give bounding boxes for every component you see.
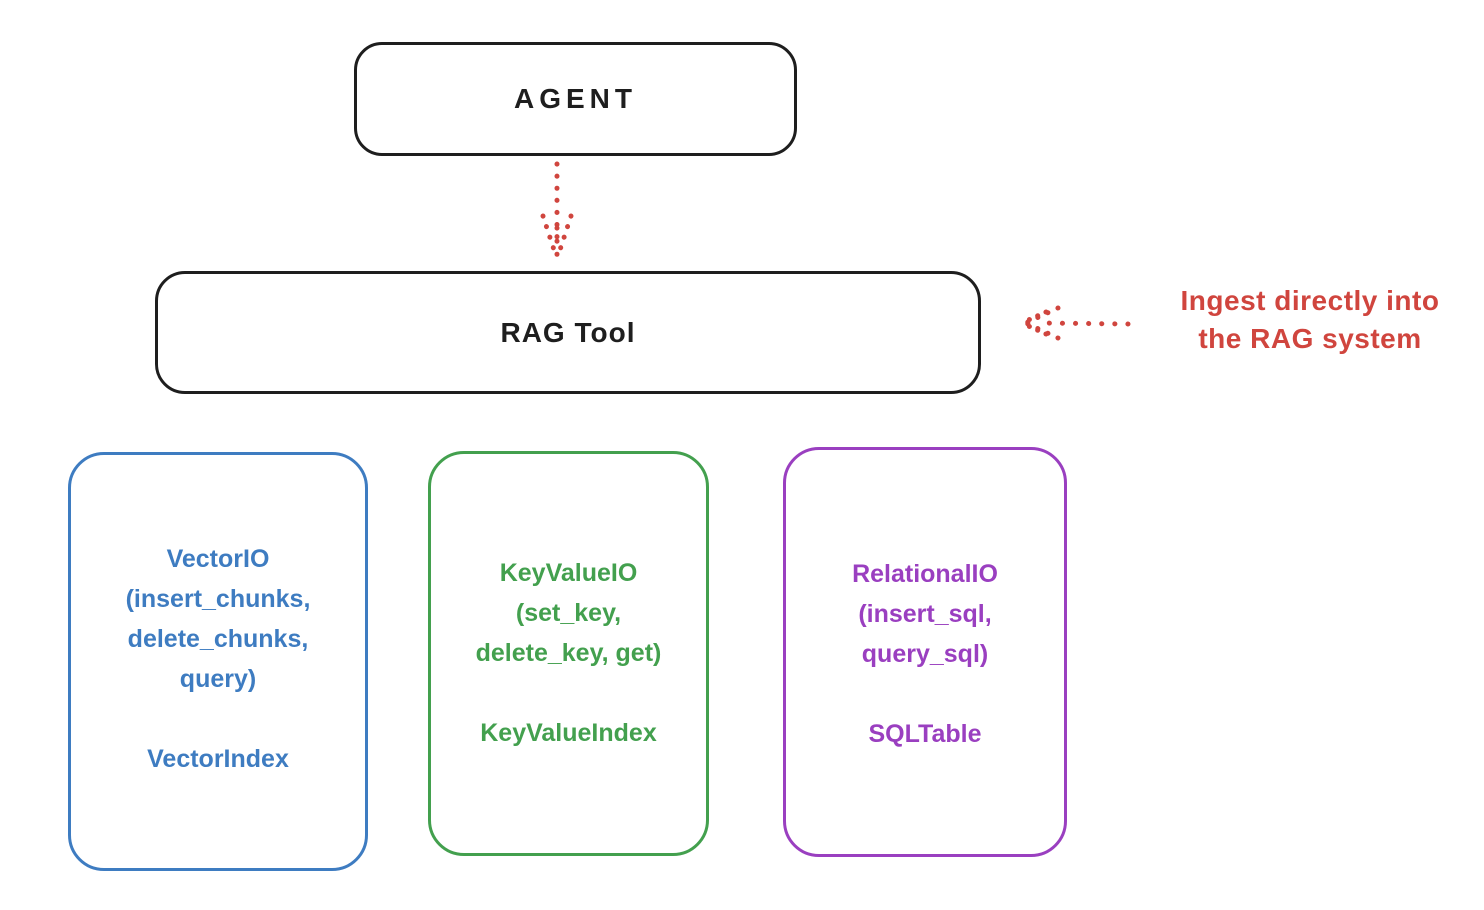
storage-node-line: VectorIO [166,545,270,573]
rag-tool-node-label: RAG Tool [500,316,636,348]
ingest-annotation-line1: Ingest directly into [1180,285,1440,316]
keyvalue-io-node-text: KeyValueIO (set_key, delete_key, get) Ke… [476,553,662,753]
rag-tool-node: RAG Tool [155,271,981,394]
storage-node-line: (insert_chunks, [125,585,311,613]
line-gap [476,673,662,713]
storage-node-line: (set_key, [515,599,622,627]
dotted-arrow-down-icon [535,158,579,266]
vector-io-node: VectorIO (insert_chunks, delete_chunks, … [68,452,368,871]
agent-node: AGENT [354,42,797,156]
storage-node-index-label: KeyValueIndex [480,719,657,747]
storage-node-line: query) [179,665,257,693]
storage-node-line: (insert_sql, [858,600,992,628]
ingest-annotation: Ingest directly into the RAG system [1138,282,1482,358]
agent-node-label: AGENT [514,83,637,114]
keyvalue-io-node: KeyValueIO (set_key, delete_key, get) Ke… [428,451,709,856]
storage-node-line: KeyValueIO [499,559,638,587]
line-gap [126,699,311,739]
storage-node-index-label: VectorIndex [147,745,289,773]
ingest-annotation-line2: the RAG system [1198,323,1422,354]
storage-node-line: RelationalIO [852,560,998,588]
storage-node-line: delete_chunks, [127,625,309,653]
storage-node-line: delete_key, get) [475,639,662,667]
storage-node-index-label: SQLTable [868,720,982,748]
dotted-arrow-left-icon [1016,300,1134,346]
relational-io-node-text: RelationalIO (insert_sql, query_sql) SQL… [852,554,998,754]
line-gap [852,674,998,714]
vector-io-node-text: VectorIO (insert_chunks, delete_chunks, … [126,539,311,779]
storage-node-line: query_sql) [861,640,989,668]
relational-io-node: RelationalIO (insert_sql, query_sql) SQL… [783,447,1067,857]
